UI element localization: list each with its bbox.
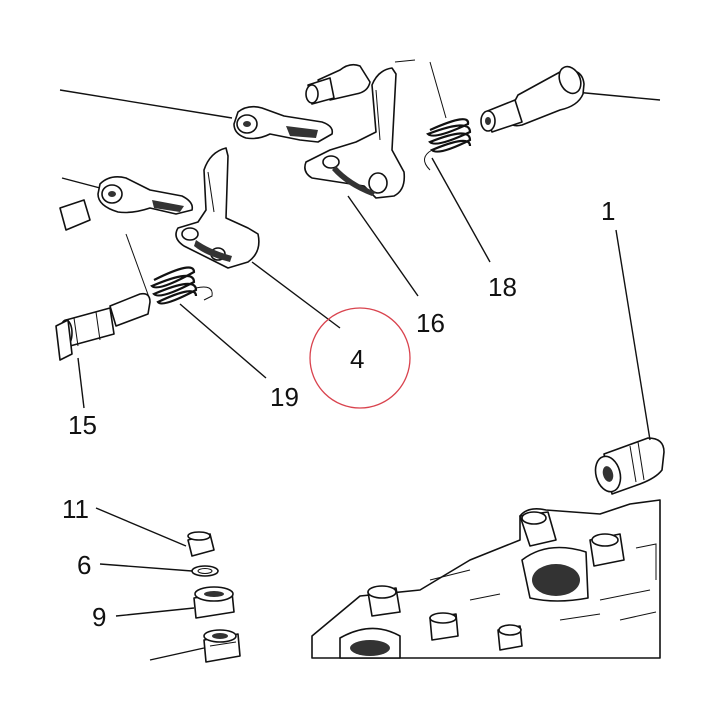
leader-15	[77, 357, 85, 409]
part-6-clip	[191, 565, 219, 577]
callout-4-highlight-circle	[309, 307, 411, 409]
part-11-cap	[187, 531, 215, 557]
upper-lever	[59, 89, 334, 143]
top-right-shaft	[480, 65, 661, 133]
callout-11: 11	[62, 494, 89, 524]
bottom-valve-seal	[203, 629, 241, 663]
part-9-seal	[193, 586, 235, 619]
leader-16	[347, 195, 419, 297]
leader-11	[95, 507, 187, 547]
callout-16: 16	[416, 308, 445, 338]
leader-1	[615, 229, 651, 441]
callout-1: 1	[601, 196, 615, 226]
callout-4: 4	[350, 344, 364, 374]
leader-6	[99, 563, 193, 572]
cylinder-head-casting	[311, 499, 661, 659]
top-center-shaft	[305, 59, 416, 105]
spring-18	[424, 61, 472, 171]
leader-18	[431, 157, 491, 263]
selector-fork-4	[175, 147, 260, 269]
callout-9: 9	[92, 602, 106, 632]
shaft-15	[55, 292, 151, 361]
leader-lines	[77, 157, 651, 661]
callout-19: 19	[270, 382, 299, 412]
callout-6: 6	[77, 550, 91, 580]
spring-19	[125, 233, 213, 305]
sleeve-1	[594, 437, 665, 495]
callout-18: 18	[488, 272, 517, 302]
callout-15: 15	[68, 410, 97, 440]
leader-4	[251, 261, 341, 329]
selector-fork-16	[304, 67, 406, 199]
leader-9	[115, 607, 195, 617]
leader-19	[179, 303, 267, 379]
leader-bottom	[149, 647, 205, 661]
left-lever	[59, 176, 194, 231]
